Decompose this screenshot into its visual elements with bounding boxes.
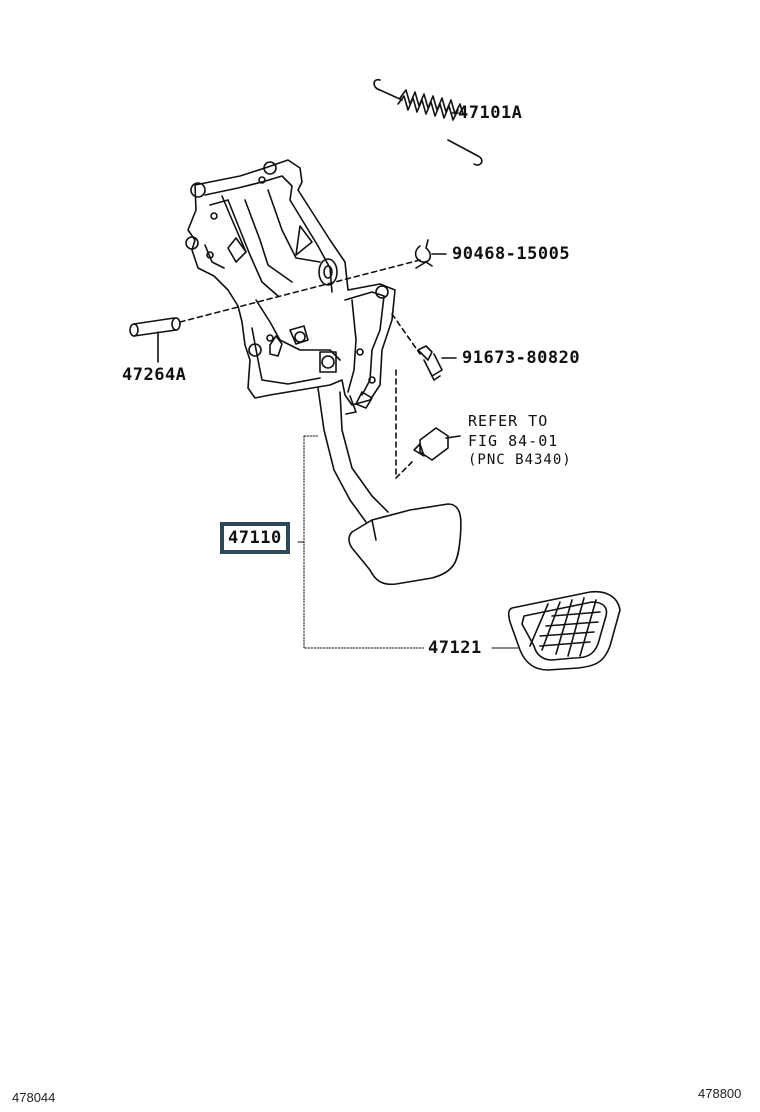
stop-lamp-switch [413, 427, 461, 461]
pedal-pad [348, 503, 462, 586]
label-pedal-pad: 47121 [428, 638, 482, 658]
footer-right-code: 478800 [698, 1086, 742, 1101]
refer-line-3: (PNC B4340) [468, 452, 572, 468]
label-spring: 47101A [458, 103, 523, 123]
bolt-axis-line [391, 313, 421, 355]
pivot-pin [129, 317, 181, 363]
refer-line-1: REFER TO [468, 412, 549, 430]
pin-axis-line [179, 259, 421, 323]
leader-47110 [303, 435, 425, 649]
clip [414, 239, 447, 269]
return-spring [373, 78, 483, 166]
switch-axis-line [395, 369, 413, 479]
highlight-box-47110: 47110 [220, 522, 290, 554]
label-pedal-assy: 47110 [228, 528, 282, 548]
bolt [417, 345, 457, 381]
refer-line-2: FIG 84-01 [468, 432, 559, 450]
footer-left-code: 478044 [12, 1090, 56, 1105]
label-bolt: 91673-80820 [462, 348, 581, 368]
pedal-arm [317, 387, 389, 523]
label-pin: 47264A [122, 365, 187, 385]
pedal-bracket [185, 159, 396, 409]
pedal-pad-cover [507, 590, 621, 671]
label-clip: 90468-15005 [452, 244, 571, 264]
